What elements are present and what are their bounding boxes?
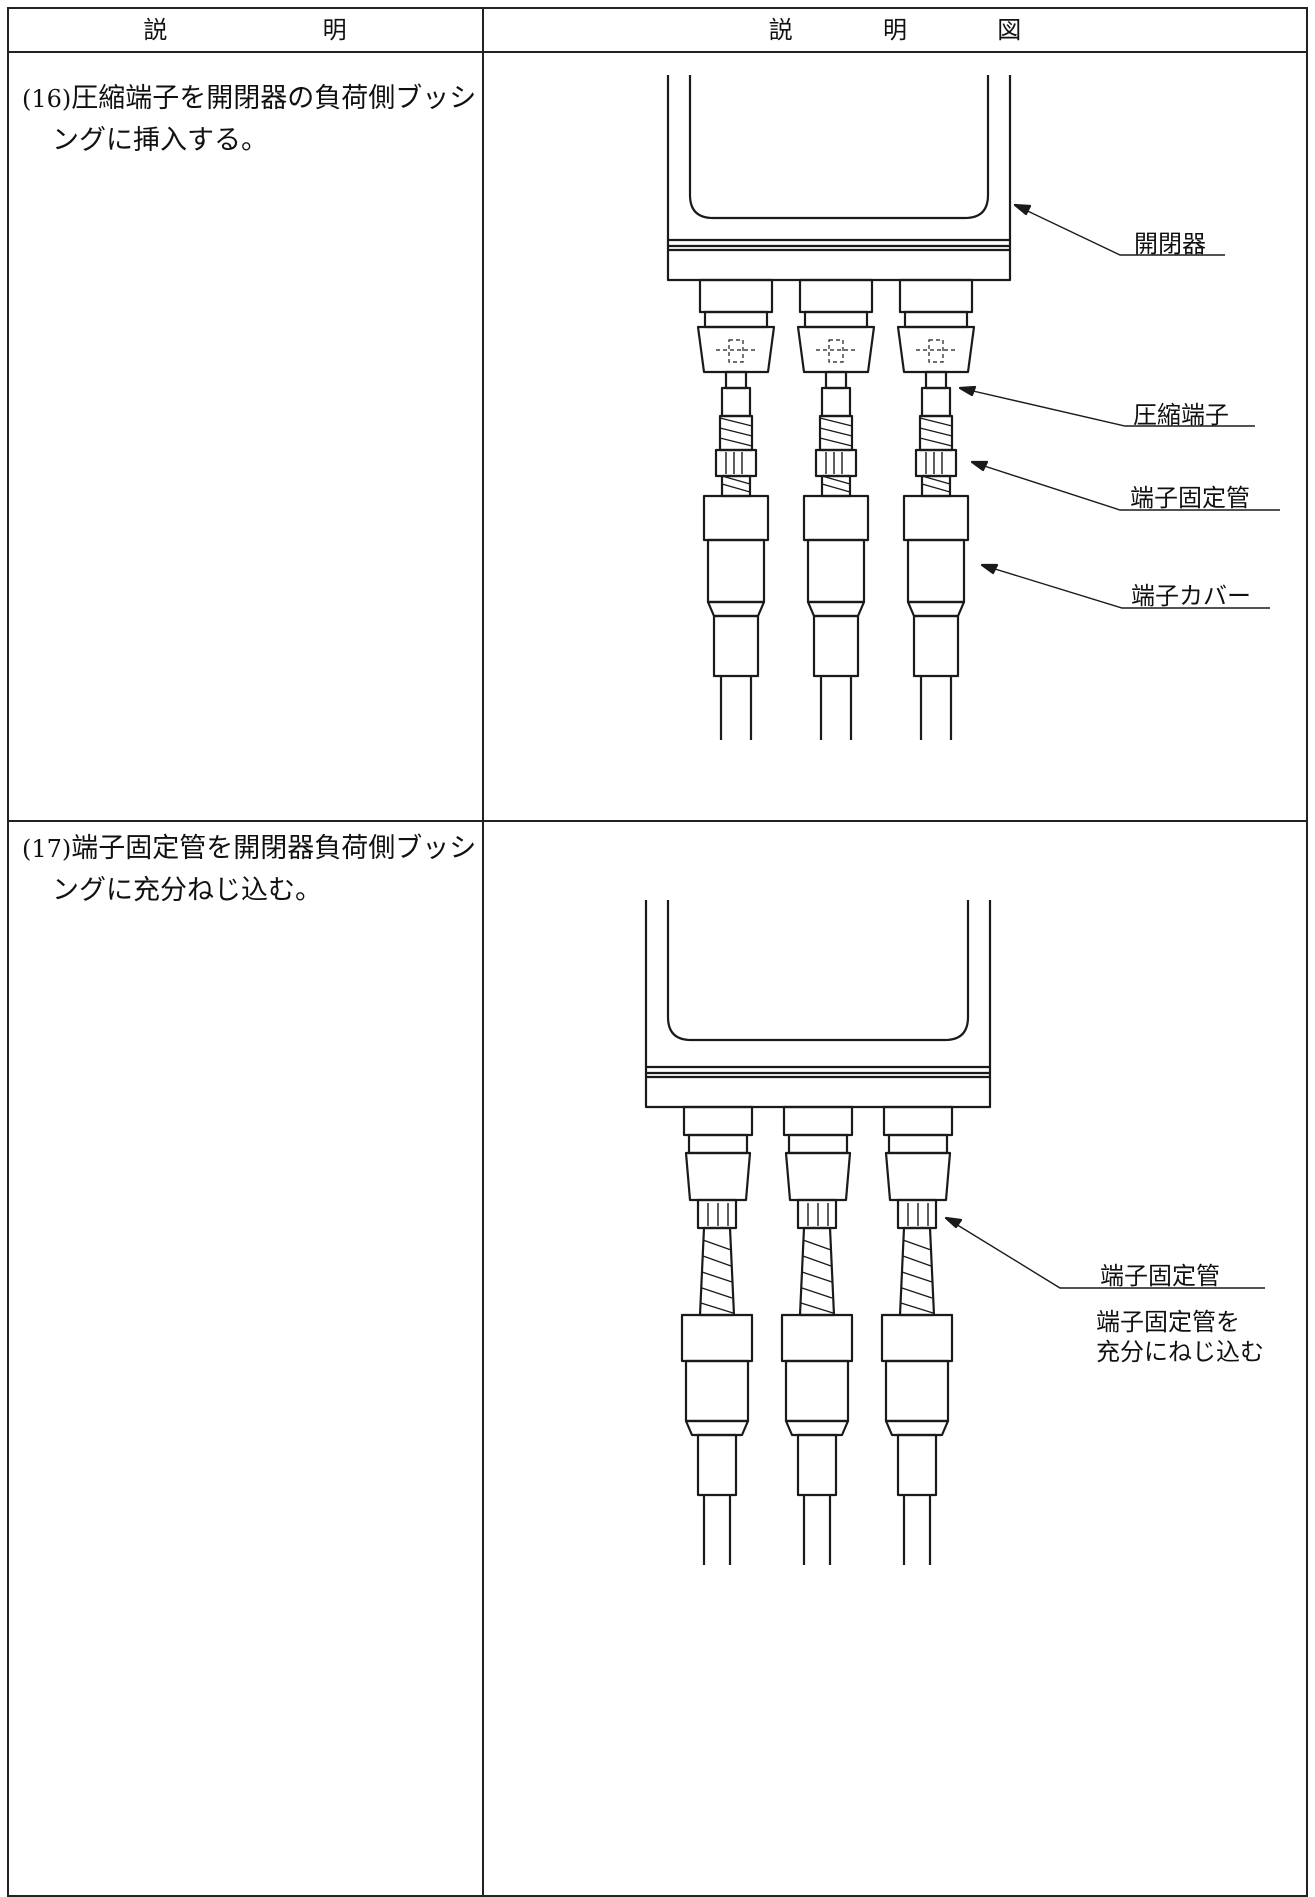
row-divider [7, 820, 1308, 822]
figure-16-leader-lines [958, 203, 1280, 609]
callout-17-terminal-fixing-tube: 端子固定管 [1100, 1262, 1220, 1290]
column-divider [482, 7, 484, 1897]
step-17-text: (17)端子固定管を開閉器負荷側ブッシ ングに充分ねじ込む。 [22, 828, 482, 912]
figure-16-cover-3 [902, 494, 970, 740]
figure-16-bushing-1 [696, 278, 776, 374]
callout-compression-terminal: 圧縮端子 [1133, 401, 1229, 429]
figure-16-terminal-2 [814, 370, 858, 498]
step-16-line-2: ングに挿入する。 [52, 125, 268, 156]
figure-16-cover-1 [702, 494, 770, 740]
callout-switch: 開閉器 [1134, 230, 1206, 258]
step-16-line-1: 圧縮端子を開閉器の負荷側ブッシ [71, 83, 477, 114]
figure-16-bushing-3 [896, 278, 976, 374]
header-diagram-char-2: 明 [883, 16, 907, 44]
header-description-char-1: 説 [143, 16, 168, 44]
step-17-number: (17) [22, 835, 72, 863]
figure-17-assembly-2 [780, 1105, 854, 1565]
header-divider [7, 51, 1308, 53]
header-description: 説 明 [9, 10, 481, 50]
figure-17-switch-body [644, 900, 992, 1109]
step-16-text: (16)圧縮端子を開閉器の負荷側ブッシ ングに挿入する。 [22, 78, 482, 162]
figure-16-switch-body [666, 75, 1012, 282]
figure-17-leader-line [944, 1216, 1265, 1289]
figure-16-cover-2 [802, 494, 870, 740]
figure-16-terminal-3 [914, 370, 958, 498]
header-diagram: 説 明 図 [484, 10, 1306, 50]
figure-16-bushing-2 [796, 278, 876, 374]
step-17-line-2: ングに充分ねじ込む。 [52, 875, 322, 906]
callout-terminal-cover: 端子カバー [1131, 582, 1251, 610]
header-description-char-2: 明 [322, 16, 347, 44]
header-diagram-char-1: 説 [768, 16, 793, 44]
figure-16-terminal-1 [714, 370, 758, 498]
figure-17-assembly-3 [880, 1105, 954, 1565]
callout-17-note-line-1: 端子固定管を [1096, 1308, 1240, 1336]
header-diagram-char-3: 図 [997, 16, 1022, 44]
step-17-line-1: 端子固定管を開閉器負荷側ブッシ [71, 833, 477, 864]
step-16-number: (16) [22, 85, 72, 113]
figure-17-assembly-1 [680, 1105, 754, 1565]
callout-terminal-fixing-tube: 端子固定管 [1130, 484, 1250, 512]
callout-17-note-line-2: 充分にねじ込む [1096, 1338, 1264, 1366]
